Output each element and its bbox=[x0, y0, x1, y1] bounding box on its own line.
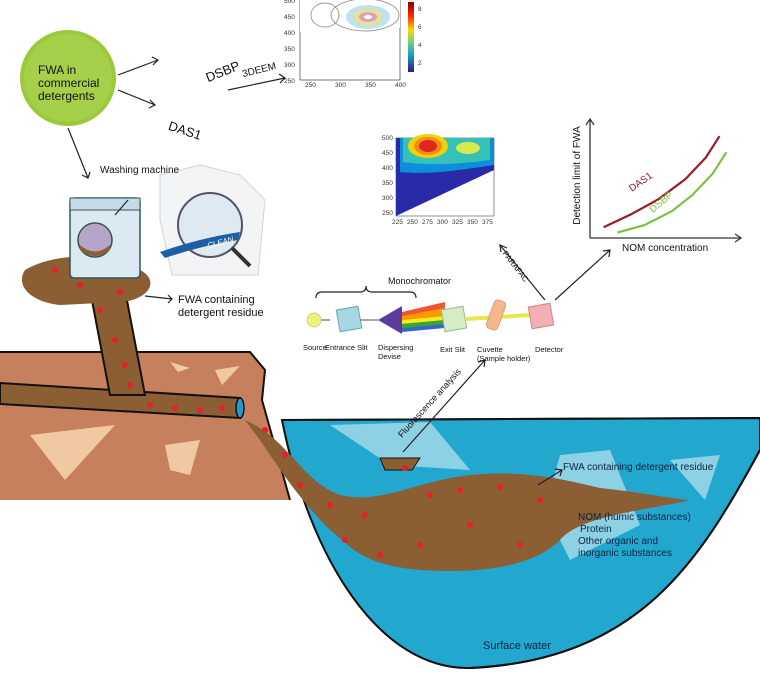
fwa-residue-label-water: FWA containing detergent residue bbox=[563, 462, 714, 473]
soil-patch bbox=[215, 366, 240, 385]
washing-machine-icon bbox=[69, 197, 141, 279]
residue-line-2: detergent residue bbox=[178, 307, 264, 319]
series-line-dsbp bbox=[617, 151, 728, 234]
detergent-plume bbox=[245, 420, 690, 571]
clean-shirt-icon bbox=[159, 164, 266, 276]
parafac-x-tick: 275 bbox=[422, 219, 433, 226]
parafac-x-tick: 225 bbox=[392, 219, 403, 226]
deem-x-tick: 300 bbox=[335, 82, 346, 89]
parafac-x-tick: 250 bbox=[407, 219, 418, 226]
deem-x-tick: 350 bbox=[365, 82, 376, 89]
monochromator-setup bbox=[306, 299, 555, 334]
water-light-patch bbox=[670, 455, 720, 500]
detector-icon bbox=[527, 302, 555, 330]
parafac-x-tick: 300 bbox=[437, 219, 448, 226]
deem-y-tick: 500 bbox=[284, 0, 295, 5]
deem-y-tick: 450 bbox=[284, 14, 295, 21]
deem-colorbar-tick: 8 bbox=[418, 6, 422, 13]
source-label: Source bbox=[303, 343, 327, 352]
parafac-y-tick: 500 bbox=[382, 135, 393, 142]
exit-slit-icon bbox=[440, 305, 468, 333]
deem-contour-plot bbox=[299, 0, 414, 81]
water-light-patch bbox=[330, 422, 470, 470]
dispersing-line-1: Dispersing bbox=[378, 343, 414, 352]
soil-patch bbox=[30, 425, 115, 480]
chart-xlabel: NOM concentration bbox=[622, 243, 709, 254]
parafac-x-tick: 375 bbox=[482, 219, 493, 226]
monochromator-label: Monochromator bbox=[388, 276, 452, 286]
deem-y-tick: 350 bbox=[284, 46, 295, 53]
deem-y-tick: 250 bbox=[284, 78, 295, 85]
fwa-line-2: commercial bbox=[38, 76, 100, 90]
cuvette-icon bbox=[485, 299, 507, 331]
parafac-x-tick: 325 bbox=[452, 219, 463, 226]
soil-bank bbox=[0, 352, 290, 500]
parafac-heatmap bbox=[395, 134, 495, 217]
residue-line-1: FWA containing bbox=[178, 294, 255, 306]
parafac-x-tick: 350 bbox=[467, 219, 478, 226]
water-content-other: Other organic and bbox=[578, 536, 659, 547]
water-content-inorganic: inorganic substances bbox=[578, 548, 672, 559]
source-icon bbox=[306, 312, 322, 328]
dispersing-devise-label: Dispersing Devise bbox=[378, 343, 413, 361]
parafac-y-tick: 350 bbox=[382, 180, 393, 187]
water-contents-list: NOM (humic substances) Protein Other org… bbox=[578, 512, 691, 560]
cuvette-label: Cuvette (Sample holder) bbox=[477, 345, 530, 363]
detector-label: Detector bbox=[535, 345, 564, 354]
dispersing-prism-icon bbox=[378, 306, 402, 334]
deem-x-tick: 250 bbox=[305, 82, 316, 89]
fwa-residue-label-top: FWA containing detergent residue bbox=[178, 294, 264, 320]
fwa-line-1: FWA in bbox=[38, 63, 77, 77]
soil-patch bbox=[165, 440, 200, 475]
deem-y-tick: 300 bbox=[284, 62, 295, 69]
surface-water-label: Surface water bbox=[483, 640, 551, 652]
parafac-y-tick: 450 bbox=[382, 150, 393, 157]
deem-colorbar-tick: 6 bbox=[418, 24, 422, 31]
fwa-line-3: detergents bbox=[38, 89, 95, 103]
water-content-protein: Protein bbox=[580, 524, 612, 535]
deem-colorbar-tick: 2 bbox=[418, 60, 422, 67]
series-line-das1 bbox=[603, 135, 721, 229]
water-content-nom: NOM (humic substances) bbox=[578, 512, 691, 523]
cuvette-line-1: Cuvette bbox=[477, 345, 503, 354]
exit-slit-label: Exit Slit bbox=[440, 345, 466, 354]
entrance-slit-icon bbox=[335, 305, 363, 333]
detection-limit-chart bbox=[585, 117, 743, 243]
boat-shape bbox=[379, 457, 421, 471]
cuvette-line-2: (Sample holder) bbox=[477, 354, 531, 363]
deem-colorbar-tick: 4 bbox=[418, 42, 422, 49]
fwa-source-label: FWA in commercial detergents bbox=[38, 64, 99, 103]
dispersing-line-2: Devise bbox=[378, 352, 401, 361]
washing-machine-label: Washing machine bbox=[100, 165, 180, 176]
parafac-y-tick: 400 bbox=[382, 165, 393, 172]
parafac-y-tick: 250 bbox=[382, 210, 393, 217]
soil-patch bbox=[170, 362, 190, 372]
deem-y-tick: 400 bbox=[284, 30, 295, 37]
chart-ylabel: Detection limit of FWA bbox=[571, 126, 583, 225]
deem-x-tick: 400 bbox=[395, 82, 406, 89]
parafac-y-tick: 300 bbox=[382, 195, 393, 202]
entrance-slit-label: Entrance Slit bbox=[325, 343, 368, 352]
